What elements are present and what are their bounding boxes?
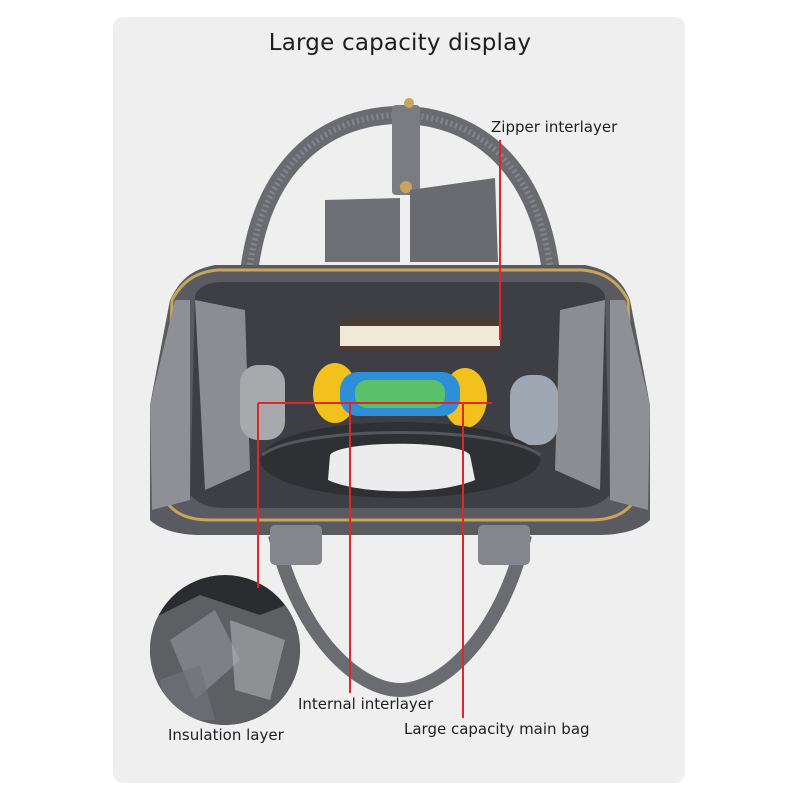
insulation-closeup [150,575,300,725]
side-mesh-left [150,300,190,510]
callout-lines [257,140,501,718]
snap-button [400,181,412,193]
book [340,318,500,352]
inner-pocket-right [555,300,605,490]
page-title: Large capacity display [268,30,532,56]
top-flap-left [325,198,400,262]
top-flap-right [410,178,498,262]
hanging-strap [392,105,420,195]
side-mesh-right [610,300,650,510]
label-internal-interlayer: Internal interlayer [298,695,434,713]
label-large-capacity-main-bag: Large capacity main bag [404,720,590,738]
front-handle [268,533,532,698]
inner-pocket-left [195,300,250,490]
baby-bottle-right [510,375,558,445]
diaper [328,443,475,492]
label-insulation-layer: Insulation layer [168,726,284,744]
label-zipper-interlayer: Zipper interlayer [491,118,618,136]
